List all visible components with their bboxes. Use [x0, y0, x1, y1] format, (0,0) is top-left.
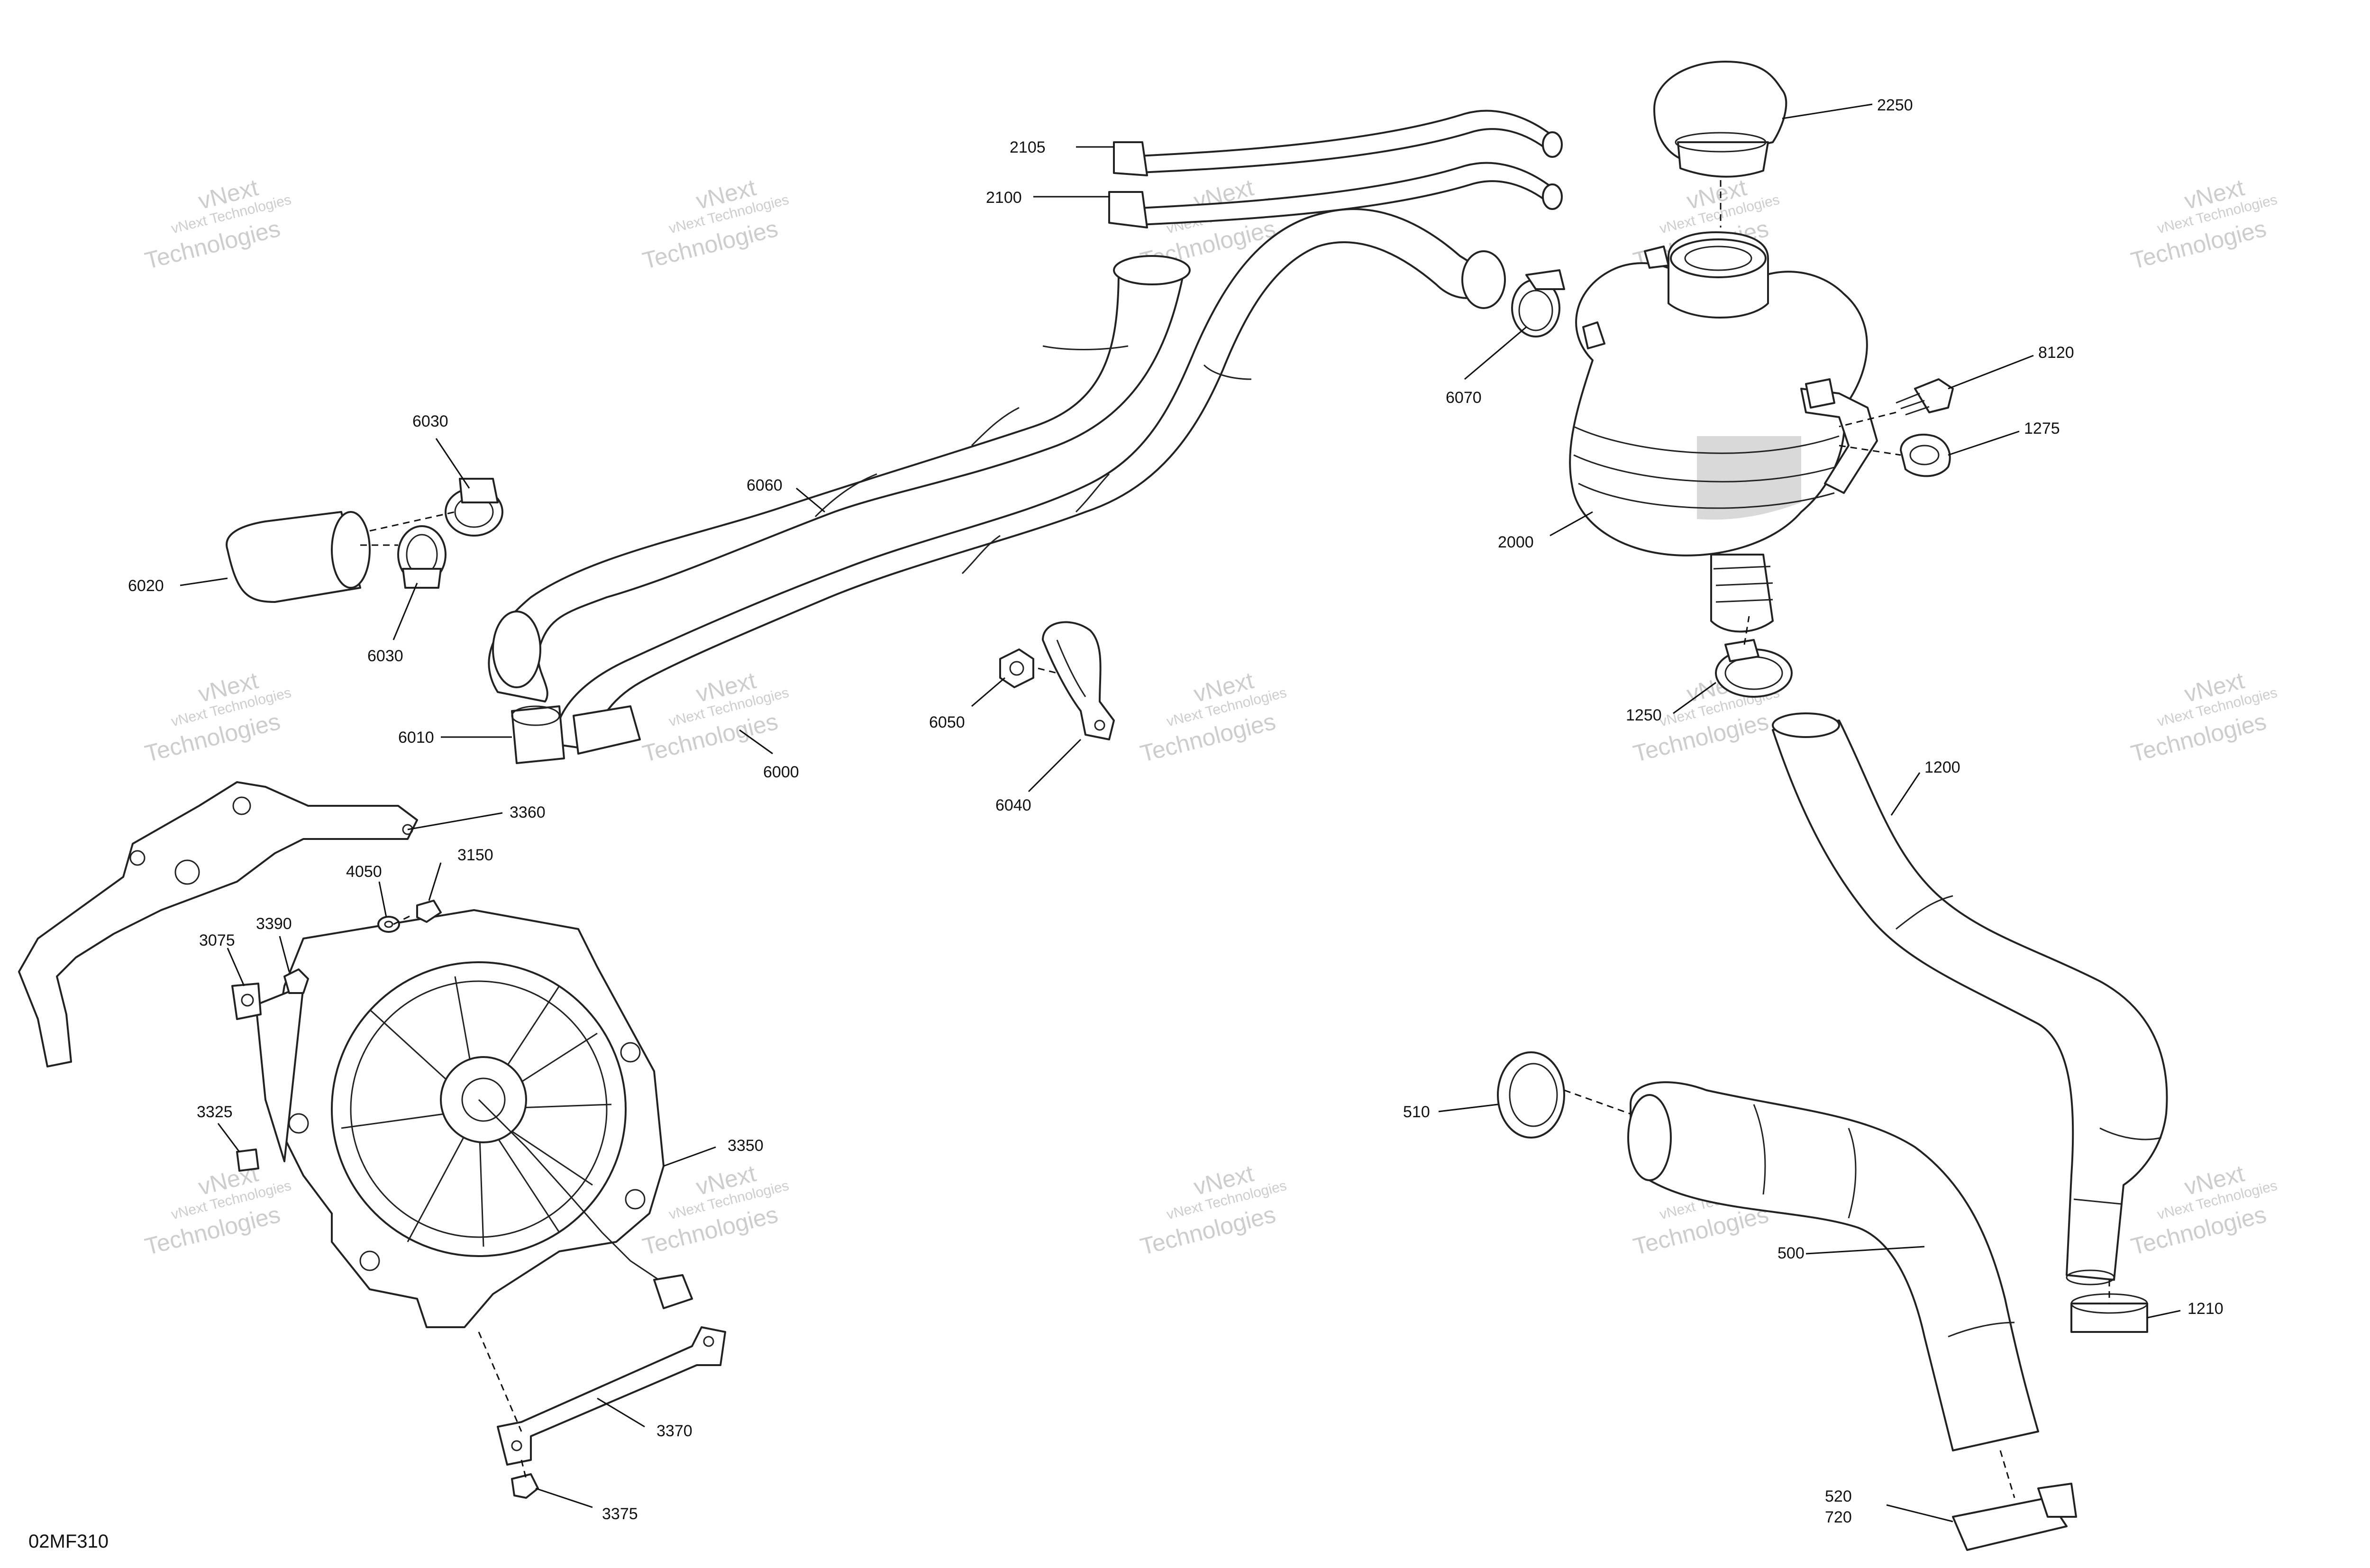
expansion-tank-2000 — [1569, 231, 1878, 633]
callout-6030-lower: 6030 — [367, 647, 403, 665]
clamp-6030-upper — [445, 478, 503, 537]
callout-3150: 3150 — [457, 846, 493, 864]
watermark: vNext Technologies vNext Technologies — [1138, 667, 1288, 767]
grommet-3390 — [283, 968, 309, 994]
callout-2105: 2105 — [1010, 138, 1046, 156]
nut-3075 — [231, 983, 262, 1020]
watermark: vNext Technologies vNext Technologies — [2128, 667, 2279, 767]
clamp-1250 — [1715, 639, 1793, 698]
callout-4050: 4050 — [346, 863, 382, 881]
callout-1250: 1250 — [1626, 706, 1662, 724]
diagram-code: 02MF310 — [28, 1531, 109, 1552]
hose-adapter-6020 — [226, 511, 371, 603]
callout-8120: 8120 — [2038, 344, 2074, 362]
callout-3390: 3390 — [256, 915, 292, 933]
clamp-6030-lower — [397, 525, 447, 589]
nut-6050 — [999, 648, 1034, 688]
watermark: vNext Technologies vNext Technologies — [640, 667, 791, 767]
watermark: vNext Technologies vNext Technologies — [142, 174, 293, 274]
lower-bracket-3370 — [497, 1326, 726, 1466]
callout-3360: 3360 — [510, 803, 546, 821]
hose-2105 — [1113, 109, 1563, 176]
callout-2250: 2250 — [1877, 96, 1913, 114]
callout-3375: 3375 — [602, 1505, 638, 1523]
clamp-510 — [1497, 1051, 1565, 1139]
bracket-6040 — [1042, 621, 1115, 740]
fan-assembly-3350 — [255, 909, 693, 1328]
callout-6030-upper: 6030 — [412, 412, 448, 430]
washer-4050 — [377, 916, 400, 933]
callout-1275: 1275 — [2024, 419, 2060, 438]
bolt-3150 — [416, 900, 442, 923]
callout-3370: 3370 — [656, 1422, 693, 1440]
callout-1200: 1200 — [1924, 758, 1960, 776]
clip-3325 — [236, 1149, 259, 1172]
callout-2100: 2100 — [986, 189, 1022, 207]
callout-2000: 2000 — [1498, 533, 1534, 551]
clamp-520-720 — [1952, 1483, 2077, 1551]
clamp-6070 — [1511, 269, 1565, 337]
fan-bracket-3360 — [18, 781, 418, 1067]
callout-500: 500 — [1778, 1244, 1805, 1262]
callout-720: 720 — [1825, 1508, 1852, 1526]
callout-1210: 1210 — [2188, 1300, 2224, 1318]
callout-6010: 6010 — [398, 729, 434, 747]
callout-3350: 3350 — [728, 1137, 764, 1155]
watermark: vNext Technologies vNext Technologies — [142, 1160, 293, 1260]
screw-8120 — [1896, 378, 1954, 416]
callout-510: 510 — [1403, 1103, 1430, 1121]
watermark: vNext Technologies vNext Technologies — [1138, 1160, 1288, 1260]
hose-1200 — [1772, 712, 2168, 1285]
watermark: vNext Technologies vNext Technologies — [2128, 174, 2279, 274]
callout-6040: 6040 — [995, 796, 1031, 814]
callout-6000: 6000 — [763, 763, 799, 781]
hose-6060 — [488, 255, 1191, 702]
clamp-6010 — [511, 705, 565, 764]
hose-6000 — [554, 208, 1506, 755]
callout-6060: 6060 — [747, 476, 783, 494]
hose-2100 — [1108, 162, 1563, 228]
watermark: vNext Technologies vNext Technologies — [142, 667, 293, 767]
nut-3375 — [511, 1473, 539, 1499]
callout-3075: 3075 — [199, 931, 235, 949]
callouts: 2105 2100 2250 8120 1275 2000 6070 6030 … — [128, 96, 2224, 1526]
callout-520: 520 — [1825, 1487, 1852, 1505]
clamp-1210 — [2070, 1293, 2148, 1333]
callout-6070: 6070 — [1446, 389, 1482, 407]
callout-6020: 6020 — [128, 577, 164, 595]
callout-3325: 3325 — [197, 1103, 233, 1121]
nut-1275 — [1900, 433, 1951, 477]
radiator-cap-2250 — [1653, 61, 1787, 178]
callout-6050: 6050 — [929, 713, 965, 731]
leader-lines — [180, 103, 2181, 1522]
hose-500 — [1627, 1081, 2039, 1451]
watermark: vNext Technologies vNext Technologies — [640, 174, 791, 274]
assembly-lines — [360, 180, 2110, 1498]
